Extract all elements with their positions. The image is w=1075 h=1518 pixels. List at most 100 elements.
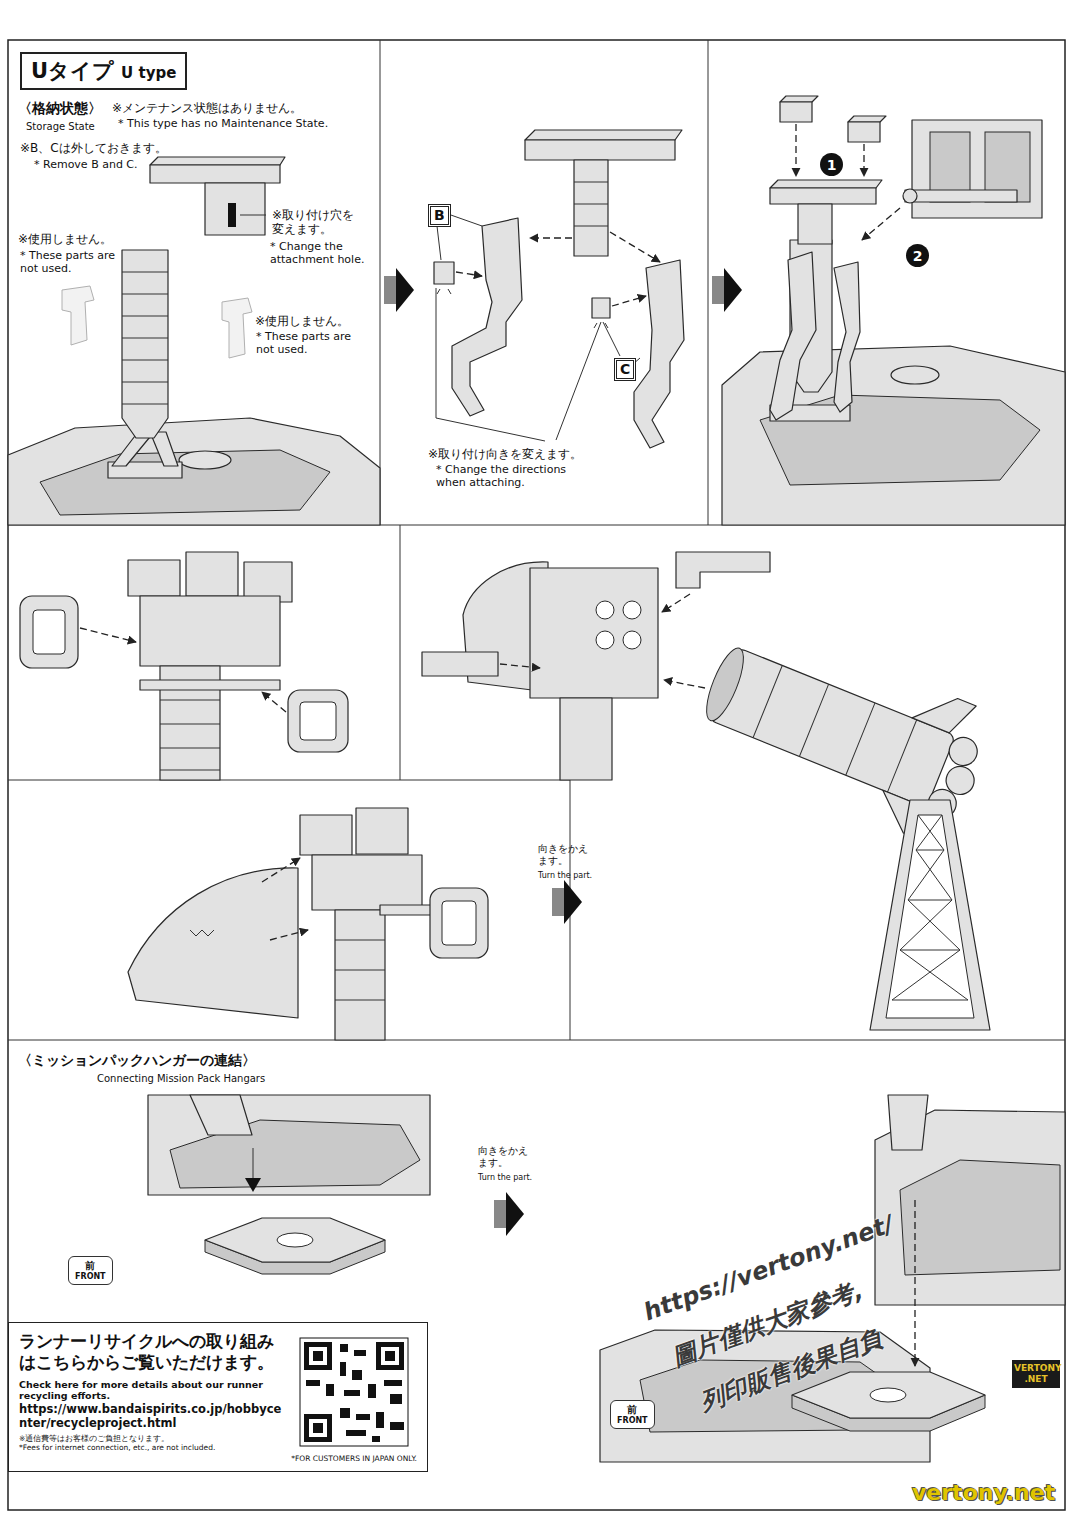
nose-cone-art [430, 888, 488, 958]
step-number: 2 [906, 244, 929, 267]
section-heading: 〈ミッションパックハンガーの連結〉 [18, 1052, 256, 1069]
arm-parts-art [592, 298, 610, 318]
stand-storage-art [222, 298, 252, 358]
qr-code [352, 1370, 362, 1380]
rocket-art [623, 631, 641, 649]
heading-text: Uタイプ [31, 57, 114, 85]
arm-parts-art [612, 296, 646, 306]
note-text: ※使用しません。 [255, 314, 349, 328]
stand-assembly-art [722, 96, 1065, 525]
stand-assembly-art [770, 188, 876, 204]
base-connect-art [900, 1160, 1060, 1275]
stand-assembly-art [790, 240, 832, 392]
note-text: ※メンテナンス状態はありません。 [112, 101, 302, 115]
info-text: *Fees for internet connection, etc., are… [19, 1443, 289, 1452]
base-connect-art [170, 1120, 420, 1188]
stand-assembly-art [770, 180, 882, 188]
base-connect-art [792, 1395, 985, 1431]
stand-storage-art [240, 215, 266, 216]
qr-code [300, 1338, 408, 1446]
arm-parts-art [434, 130, 684, 448]
hanger-frame-art [262, 692, 286, 712]
stand-storage-art [8, 157, 380, 525]
watermark: vertony.net [912, 1480, 1055, 1506]
stand-storage-art [108, 462, 182, 478]
rocket-art [500, 664, 540, 668]
qr-code [304, 1414, 332, 1442]
stand-assembly-art [760, 395, 1040, 485]
front-text: FRONT [75, 1272, 106, 1282]
hanger-frame-art [140, 596, 280, 666]
qr-code [340, 1408, 350, 1418]
arm-parts-art [610, 232, 660, 262]
front-text: 前 [75, 1259, 106, 1272]
rocket-art [892, 815, 968, 1000]
note-text: * Change the attachment hole. [270, 240, 376, 266]
stand-storage-art [8, 418, 380, 525]
turn-note: 向きをかえます。 [538, 843, 594, 867]
rocket-art [560, 698, 612, 780]
step-arrow [506, 1192, 524, 1236]
qr-code [381, 1347, 399, 1365]
arm-parts-art [634, 260, 684, 448]
qr-code [346, 1430, 366, 1436]
step-arrow [396, 268, 414, 312]
nose-cone-art [128, 868, 298, 1018]
rocket-art [676, 552, 770, 588]
front-icon: 前FRONT [68, 1256, 113, 1285]
turn-note: 向きをかえます。 [478, 1145, 534, 1169]
arm-parts-art [437, 214, 640, 364]
base-connect-art [914, 1200, 915, 1366]
qr-code [340, 1362, 346, 1376]
qr-code [368, 1384, 376, 1398]
section-subheading: Connecting Mission Pack Hangars [97, 1073, 265, 1085]
arm-parts-art [436, 288, 601, 441]
arm-parts-art [525, 140, 675, 160]
stand-storage-art [62, 286, 94, 345]
base-connect-art [875, 1110, 1065, 1305]
qr-code [313, 1351, 323, 1361]
step-arrow [724, 268, 742, 312]
front-text: FRONT [617, 1416, 648, 1426]
rocket-art [753, 665, 917, 792]
rocket-art [623, 601, 641, 619]
heading-text: U type [121, 64, 176, 82]
rocket-art [596, 631, 614, 649]
qr-code [372, 1436, 380, 1442]
qr-code [304, 1342, 332, 1370]
recycle-info-box: ランナーリサイクルへの取り組みはこちらからご覧いただけます。Check here… [8, 1322, 428, 1472]
nose-cone-art [190, 930, 214, 936]
callout-number: 2 [913, 249, 923, 263]
note-text: * This type has no Maintenance State. [118, 117, 328, 130]
stand-assembly-art [798, 204, 832, 244]
panel-frame [8, 40, 1065, 1510]
qr-code [300, 1338, 408, 1446]
hanger-frame-art [160, 700, 220, 770]
base-connect-art [792, 1372, 985, 1418]
base-connect-art [205, 1240, 385, 1274]
panel-frame [8, 40, 1065, 1510]
nose-cone-art [262, 858, 300, 882]
step-arrow [712, 276, 724, 304]
note-text: * Change the directions when attaching. [436, 463, 586, 489]
qr-code [390, 1394, 402, 1404]
qr-code [340, 1344, 348, 1352]
hanger-frame-art [33, 610, 65, 654]
part-tag: C [614, 358, 636, 381]
part-letter: B [434, 207, 445, 224]
rocket-art [886, 815, 974, 1018]
base-connect-art [148, 1095, 430, 1195]
base-connect-art [190, 1095, 252, 1135]
stand-assembly-art [848, 116, 886, 122]
hanger-frame-art [80, 628, 136, 642]
arm-parts-art [525, 130, 682, 140]
nose-cone-art [335, 910, 385, 1040]
base-connect-art [888, 1095, 928, 1150]
rocket-art [871, 790, 934, 840]
hanger-frame-art [186, 552, 238, 596]
note-text: ※使用しません。 [18, 232, 112, 246]
info-text: *FOR CUSTOMERS IN JAPAN ONLY. [19, 1454, 417, 1463]
rocket-art [463, 562, 548, 692]
